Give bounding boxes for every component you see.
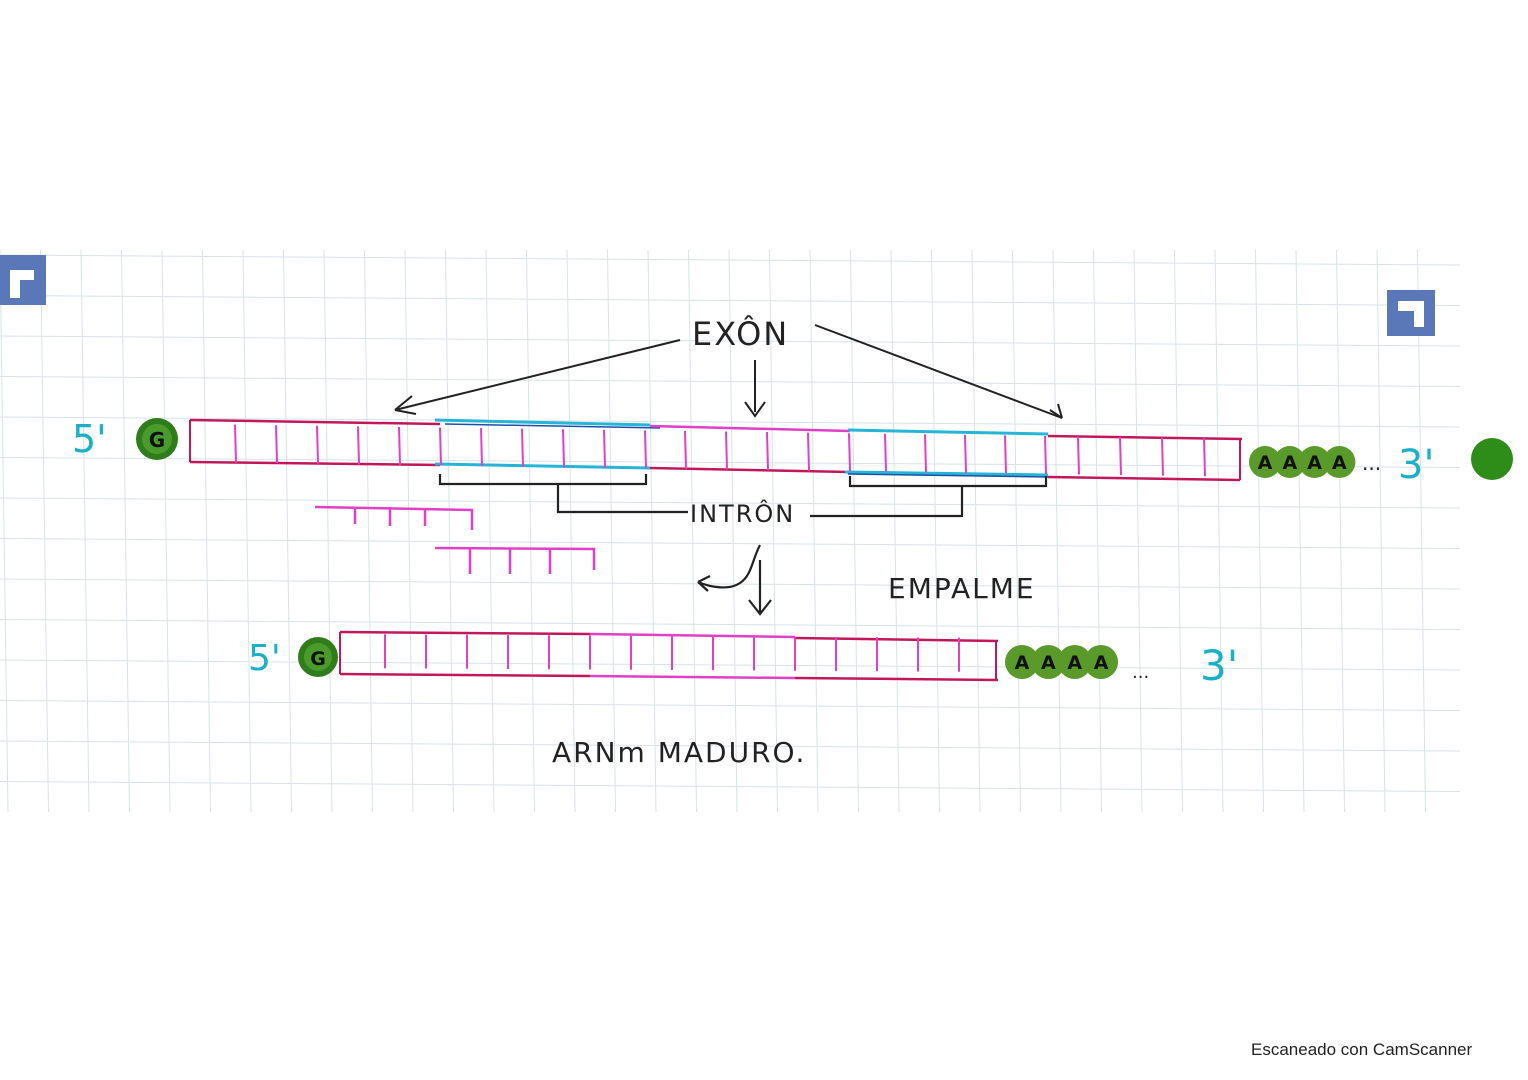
top-cap-icon: G (136, 418, 178, 460)
top-tick-11 (684, 430, 687, 469)
splicing-arrow (697, 544, 772, 616)
top-tick-10 (644, 430, 647, 469)
bottom-poly-a-bead-3 (1084, 645, 1119, 679)
bottom-poly-a-bead-1 (1031, 645, 1066, 679)
top-poly-a-dots: ... (1362, 451, 1381, 475)
top-poly-a-letter-2: A (1307, 452, 1322, 474)
bottom-poly-a-bead-0 (1005, 645, 1039, 679)
top-tick-2 (316, 425, 319, 464)
bottom-poly-a-dots: ... (1132, 662, 1149, 683)
top-poly-a-bead-2 (1298, 446, 1331, 478)
binder-hole-marker (1471, 438, 1513, 480)
top-tick-5 (439, 427, 442, 466)
top-tick-13 (766, 432, 769, 471)
top-tick-9 (603, 429, 606, 468)
top-five-prime-label: 5' (72, 417, 107, 461)
top-cap-letter: G (149, 428, 165, 452)
pre-mrna-strand (189, 418, 1243, 482)
intron-brackets (438, 474, 1048, 518)
top-tick-14 (807, 432, 810, 471)
top-tick-0 (234, 424, 237, 463)
notebook-tab-left-icon (0, 255, 46, 305)
top-tick-15 (848, 433, 851, 472)
top-tick-23 (1161, 437, 1164, 476)
bottom-poly-a-letter-2: A (1067, 652, 1082, 674)
top-tick-4 (398, 426, 401, 465)
empalme-label: EMPALME (888, 572, 1036, 605)
bottom-cap-icon: G (298, 637, 338, 677)
scanner-watermark: Escaneado con CamScanner (1251, 1040, 1473, 1059)
top-tick-24 (1203, 438, 1206, 477)
exon-arrows (394, 324, 1063, 419)
notebook-tab-right-icon (1387, 290, 1435, 336)
top-tick-8 (562, 429, 565, 468)
top-tick-18 (964, 434, 967, 473)
bottom-three-prime-label: 3' (1200, 641, 1238, 690)
top-poly-a-letter-1: A (1282, 452, 1297, 474)
top-poly-a-letter-3: A (1332, 452, 1347, 474)
bottom-poly-a-bead-2 (1057, 645, 1092, 679)
top-poly-a-bead-3 (1323, 446, 1356, 478)
bottom-poly-a-letter-1: A (1041, 652, 1056, 674)
top-three-prime-label: 3' (1398, 442, 1434, 488)
top-tick-6 (480, 428, 483, 467)
bottom-poly-a-letter-0: A (1015, 652, 1030, 674)
mature-mrna-nucleotide-ticks (384, 634, 960, 672)
top-poly-a-bead-0 (1249, 446, 1281, 478)
mature-mrna-strand (339, 630, 999, 682)
top-poly-a-bead-1 (1273, 446, 1306, 478)
top-tick-19 (1004, 435, 1007, 474)
intron-label: INTRÔN (690, 498, 795, 528)
top-tick-17 (924, 434, 927, 473)
bottom-poly-a-letter-3: A (1094, 652, 1109, 674)
top-tick-22 (1119, 436, 1122, 476)
pre-mrna-nucleotide-ticks (234, 424, 1206, 477)
top-poly-a-letter-0: A (1258, 452, 1273, 474)
top-tick-7 (521, 428, 524, 467)
mature-mrna-label: ARNm MADURO. (552, 736, 806, 769)
top-tick-1 (275, 425, 278, 464)
exon-label: EXÔN (692, 314, 789, 353)
top-tick-21 (1077, 436, 1080, 475)
bottom-five-prime-label: 5' (248, 638, 281, 679)
top-tick-16 (884, 433, 887, 472)
graph-paper-grid (0, 249, 1461, 813)
top-tick-3 (357, 426, 360, 465)
top-tick-20 (1044, 435, 1047, 474)
top-tick-12 (725, 431, 728, 470)
excised-intron-fragments (314, 505, 596, 574)
bottom-cap-letter: G (310, 648, 326, 670)
